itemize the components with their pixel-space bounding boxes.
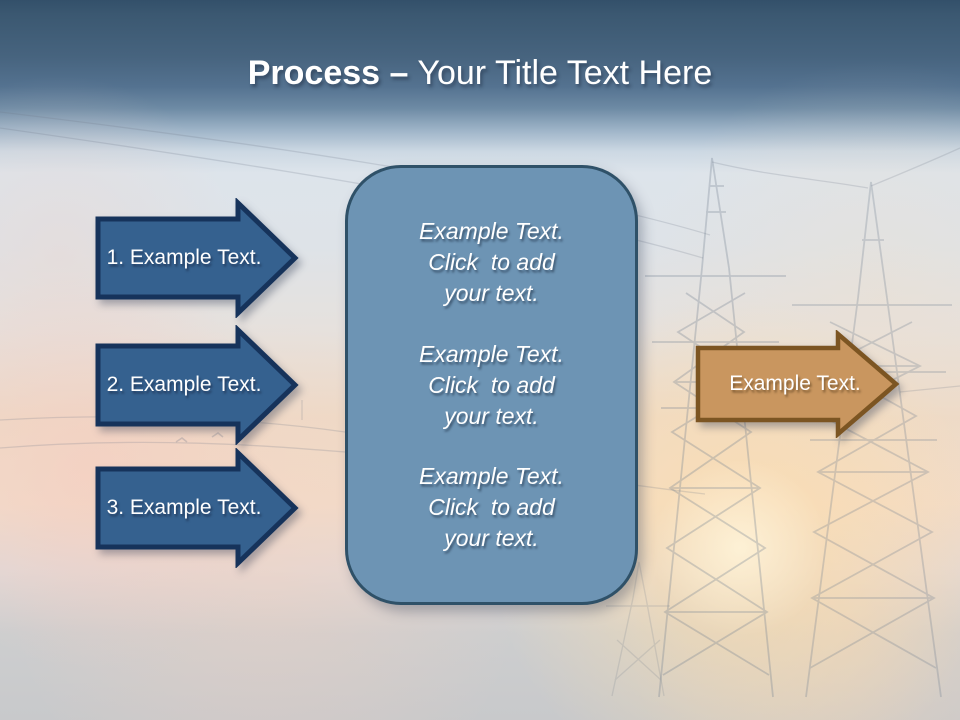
panel-text-block-3: Example Text. Click to add your text. — [348, 461, 635, 554]
panel-line: your text. — [444, 402, 539, 429]
panel-line: Example Text. — [419, 217, 564, 244]
panel-line: Example Text. — [419, 463, 564, 490]
panel-line: Click to add — [428, 371, 555, 398]
title-keyword: Process – — [247, 54, 409, 92]
title-subtext: Your Title Text Here — [417, 54, 713, 92]
step-arrow-3: 3. Example Text. — [95, 448, 300, 568]
pylon-tower-right — [792, 181, 952, 698]
step-arrow-1: 1. Example Text. — [95, 198, 300, 318]
panel-line: Click to add — [428, 494, 555, 521]
panel-text-block-1: Example Text. Click to add your text. — [348, 216, 635, 309]
output-arrow-label: Example Text. — [729, 372, 861, 395]
output-arrow: Example Text. — [695, 330, 900, 438]
slide-title: Process –Your Title Text Here — [0, 54, 960, 93]
step-arrow-2: 2. Example Text. — [95, 325, 300, 445]
content-panel: Example Text. Click to add your text. Ex… — [345, 165, 638, 605]
panel-line: your text. — [444, 279, 539, 306]
panel-line: Click to add — [428, 248, 555, 275]
panel-text-block-2: Example Text. Click to add your text. — [348, 339, 635, 432]
birds — [175, 432, 224, 443]
panel-line: Example Text. — [419, 340, 564, 367]
right-arrow-shape — [95, 325, 299, 445]
right-arrow-shape — [695, 330, 900, 438]
pylon-tower-distant — [606, 561, 670, 697]
step-label: 3. Example Text. — [106, 496, 262, 519]
right-arrow-shape — [95, 198, 299, 318]
step-label: 2. Example Text. — [106, 373, 262, 396]
panel-line: your text. — [444, 525, 539, 552]
step-label: 1. Example Text. — [106, 246, 262, 269]
right-arrow-shape — [95, 448, 299, 568]
